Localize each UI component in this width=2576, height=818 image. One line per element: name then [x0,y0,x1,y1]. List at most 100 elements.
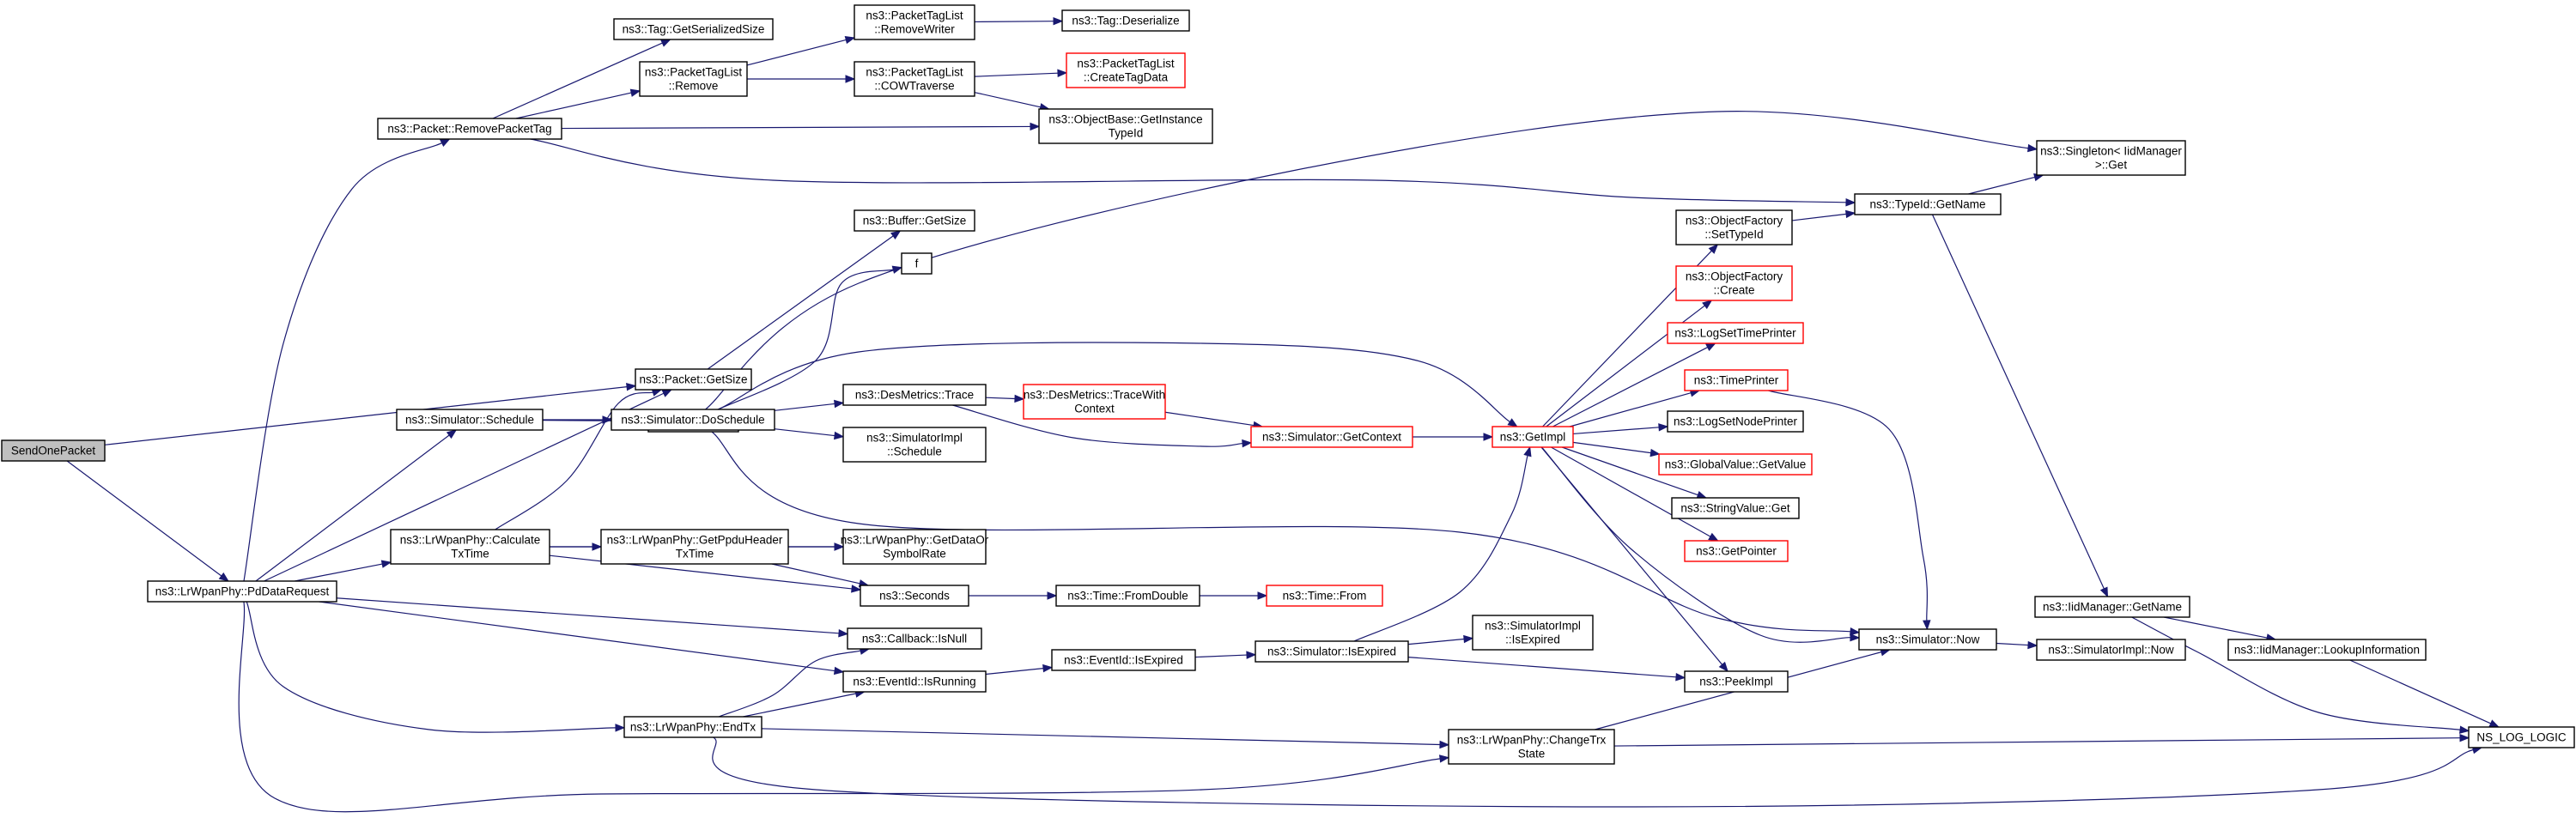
node-box[interactable] [854,209,975,232]
node-box[interactable] [2036,140,2186,176]
node-time-printer[interactable]: ns3::TimePrinter [1684,369,1789,391]
node-box[interactable] [1684,540,1789,562]
node-ns-log-logic[interactable]: NS_LOG_LOGIC [2468,726,2575,748]
node-event-id-is-running[interactable]: ns3::EventId::IsRunning [842,670,987,693]
node-simulator-is-expired[interactable]: ns3::Simulator::IsExpired [1255,640,1409,663]
node-box[interactable] [611,409,775,431]
node-ptl-cow-traverse[interactable]: ns3::PacketTagList::COWTraverse [854,61,975,97]
node-get-pointer[interactable]: ns3::GetPointer [1684,540,1789,562]
node-peek-impl[interactable]: ns3::PeekImpl [1684,670,1789,693]
node-send-one-packet[interactable]: SendOnePacket [1,439,106,462]
node-box[interactable] [1854,193,2002,215]
node-box[interactable] [1858,628,1997,651]
node-box[interactable] [1051,649,1196,671]
node-iid-manager-lookup-information[interactable]: ns3::IidManager::LookupInformation [2227,639,2427,661]
node-box[interactable] [1667,322,1804,344]
node-pd-data-request[interactable]: ns3::LrWpanPhy::PdDataRequest [147,580,337,603]
node-global-value-get-value[interactable]: ns3::GlobalValue::GetValue [1658,453,1813,476]
node-box[interactable] [147,580,337,603]
node-log-set-time-printer[interactable]: ns3::LogSetTimePrinter [1667,322,1804,344]
node-box[interactable] [2227,639,2427,661]
node-box[interactable] [847,627,982,650]
node-box[interactable] [901,252,933,275]
node-box[interactable] [1671,497,1800,519]
node-box[interactable] [1684,369,1789,391]
node-box[interactable] [860,585,969,607]
node-type-id-get-name[interactable]: ns3::TypeId::GetName [1854,193,2002,215]
node-seconds[interactable]: ns3::Seconds [860,585,969,607]
node-box[interactable] [600,529,789,565]
node-box[interactable] [1675,265,1793,301]
edge-simulator-is-expired-to-peek-impl [1407,657,1677,678]
node-box[interactable] [842,670,987,693]
node-des-metrics-trace[interactable]: ns3::DesMetrics::Trace [842,384,987,406]
node-buffer-get-size[interactable]: ns3::Buffer::GetSize [854,209,975,232]
node-iid-manager-get-name[interactable]: ns3::IidManager::GetName [2034,596,2190,618]
node-box[interactable] [613,18,774,40]
node-box[interactable] [1675,209,1793,245]
node-simulator-get-context[interactable]: ns3::Simulator::GetContext [1250,426,1413,448]
node-box[interactable] [1658,453,1813,476]
node-time-from[interactable]: ns3::Time::From [1266,585,1383,607]
node-box[interactable] [635,368,752,391]
node-box[interactable] [390,529,550,565]
node-box[interactable] [1061,9,1190,32]
node-simulator-do-schedule[interactable]: ns3::Simulator::DoSchedule [611,409,775,431]
node-simulator-schedule[interactable]: ns3::Simulator::Schedule [396,409,544,431]
node-ptl-remove-writer[interactable]: ns3::PacketTagList::RemoveWriter [854,4,975,40]
node-box[interactable] [1492,426,1574,448]
node-string-value-get[interactable]: ns3::StringValue::Get [1671,497,1800,519]
node-end-tx[interactable]: ns3::LrWpanPhy::EndTx [623,716,762,738]
node-object-factory-create[interactable]: ns3::ObjectFactory::Create [1675,265,1793,301]
node-ptl-remove[interactable]: ns3::PacketTagList::Remove [639,61,748,97]
node-f[interactable]: f [901,252,933,275]
node-box[interactable] [854,4,975,40]
node-box[interactable] [842,529,987,565]
node-box[interactable] [2034,596,2190,618]
node-log-set-node-printer[interactable]: ns3::LogSetNodePrinter [1667,410,1804,433]
node-simulator-impl-schedule[interactable]: ns3::SimulatorImpl::Schedule [842,427,987,463]
node-box[interactable] [1255,640,1409,663]
node-packet-get-size[interactable]: ns3::Packet::GetSize [635,368,752,391]
node-box[interactable] [1066,52,1186,88]
node-callback-is-null[interactable]: ns3::Callback::IsNull [847,627,982,650]
node-ptl-create-tag-data[interactable]: ns3::PacketTagList::CreateTagData [1066,52,1186,88]
node-box[interactable] [1684,670,1789,693]
node-tag-get-serialized-size[interactable]: ns3::Tag::GetSerializedSize [613,18,774,40]
node-event-id-is-expired[interactable]: ns3::EventId::IsExpired [1051,649,1196,671]
node-box[interactable] [2036,639,2186,661]
node-box[interactable] [1250,426,1413,448]
node-singleton-iid-manager-get[interactable]: ns3::Singleton< IidManager >::Get [2036,140,2186,176]
node-remove-packet-tag[interactable]: ns3::Packet::RemovePacketTag [377,118,562,140]
node-tag-deserialize[interactable]: ns3::Tag::Deserialize [1061,9,1190,32]
arrowhead-get-impl-to-peek-impl [1718,661,1728,673]
node-simulator-impl-is-expired[interactable]: ns3::SimulatorImpl::IsExpired [1472,615,1594,651]
node-box[interactable] [1448,729,1615,765]
node-box[interactable] [2468,726,2575,748]
node-simulator-now[interactable]: ns3::Simulator::Now [1858,628,1997,651]
node-box[interactable] [1,439,106,462]
node-box[interactable] [396,409,544,431]
node-time-from-double[interactable]: ns3::Time::FromDouble [1055,585,1200,607]
node-box[interactable] [854,61,975,97]
node-box[interactable] [1266,585,1383,607]
node-box[interactable] [842,427,987,463]
node-simulator-impl-now[interactable]: ns3::SimulatorImpl::Now [2036,639,2186,661]
node-object-factory-set-type-id[interactable]: ns3::ObjectFactory::SetTypeId [1675,209,1793,245]
node-box[interactable] [639,61,748,97]
node-box[interactable] [623,716,762,738]
node-box[interactable] [1472,615,1594,651]
node-box[interactable] [1038,108,1213,144]
node-box[interactable] [1667,410,1804,433]
node-box[interactable] [1023,384,1166,420]
node-box[interactable] [1055,585,1200,607]
node-box[interactable] [842,384,987,406]
node-get-impl[interactable]: ns3::GetImpl [1492,426,1574,448]
node-box[interactable] [377,118,562,140]
